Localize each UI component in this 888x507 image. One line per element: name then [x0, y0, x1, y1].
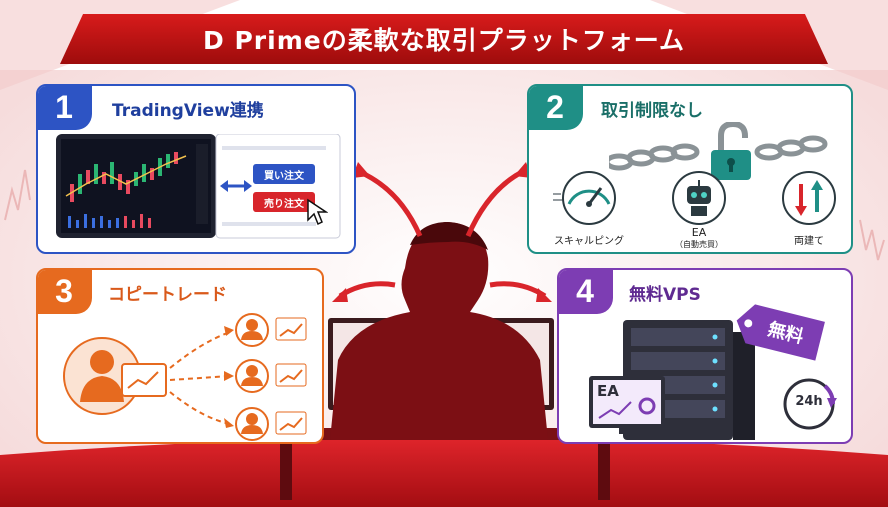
clock-label: 24h [795, 394, 823, 409]
scalping-label: スキャルピング [554, 236, 624, 247]
follower-icon [235, 313, 307, 347]
title-banner: D Primeの柔軟な取引プラットフォーム [60, 14, 828, 64]
copy-trade-illustration [63, 313, 307, 441]
card-title: 取引制限なし [601, 101, 703, 121]
clock-24h-icon [783, 378, 837, 430]
card-free-vps: 4 無料VPS 無料 EA 24h [557, 268, 853, 444]
buy-order-button[interactable]: 買い注文 [253, 164, 315, 184]
robot-icon [672, 171, 726, 225]
broken-chain-lock-illustration [609, 122, 828, 180]
follower-icon [235, 359, 307, 393]
ea-label: EA [691, 226, 707, 239]
unlocked-padlock-icon [711, 122, 751, 180]
hedge-arrows-icon [782, 171, 836, 225]
card-no-restrictions: 2 取引制限なし [527, 84, 853, 254]
price-tag-icon [736, 304, 825, 361]
ea-screen-label: EA [597, 382, 619, 400]
card-title: TradingView連携 [112, 101, 264, 121]
speedometer-icon [553, 171, 616, 225]
feature-icons-row [553, 171, 836, 225]
card-number: 3 [38, 270, 92, 314]
card-title: 無料VPS [629, 285, 701, 305]
follower-icon [235, 407, 307, 441]
master-trader-icon [63, 337, 167, 415]
card-number: 4 [559, 270, 613, 314]
sell-order-button[interactable]: 売り注文 [253, 192, 315, 212]
card-number: 1 [38, 86, 92, 130]
vps-illustration [589, 304, 837, 440]
hedge-label: 両建て [794, 236, 824, 247]
server-rack-icon [623, 320, 755, 440]
ea-sub-label: （自動売買） [675, 240, 723, 249]
page-title: D Primeの柔軟な取引プラットフォーム [203, 26, 685, 55]
card-tradingview: 1 TradingView連携 買い注文 売り注文 [36, 84, 356, 254]
swap-arrow-icon [220, 180, 252, 192]
card-copy-trade: 3 コピートレード [36, 268, 324, 444]
ea-monitor-icon [589, 376, 665, 434]
cursor-icon [307, 198, 328, 226]
chart-monitor-illustration [56, 134, 341, 239]
card-title: コピートレード [108, 285, 227, 305]
card-number: 2 [529, 86, 583, 130]
